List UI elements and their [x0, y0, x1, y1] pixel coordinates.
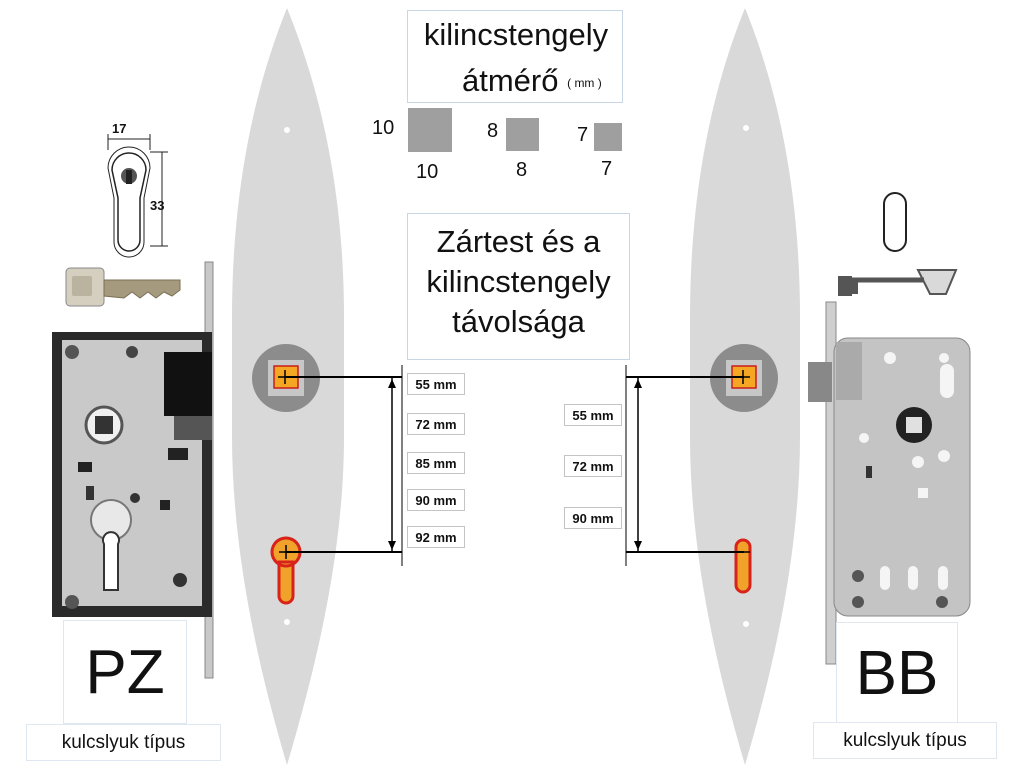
pz-cylinder-profile-drawing: [107, 134, 168, 258]
diameter-title-box: kilincstengely átmérő ( mm ): [407, 10, 623, 103]
pz-type-label: PZ: [85, 637, 165, 707]
right-plate-screw-bottom: [743, 621, 749, 627]
gauge-10-left-label: 10: [372, 117, 395, 139]
pz-caption-box: kulcslyuk típus: [26, 724, 221, 761]
pz-distance-90: 90 mm: [407, 489, 465, 511]
pz-distance-72: 72 mm: [407, 413, 465, 435]
pz-distance-92: 92 mm: [407, 526, 465, 548]
bb-type-box: BB: [836, 622, 958, 724]
pz-cylinder-width-label: 17: [112, 121, 127, 136]
gauge-square-10: [408, 108, 452, 152]
distance-title-box: Zártest és a kilincstengely távolsága: [407, 213, 630, 360]
left-plate-screw-top: [284, 127, 290, 133]
bb-type-label: BB: [855, 638, 939, 708]
distance-title-line3: távolsága: [452, 304, 585, 339]
pz-distance-85: 85 mm: [407, 452, 465, 474]
bb-distance-72: 72 mm: [564, 455, 622, 477]
pz-lock-body-image: [52, 261, 214, 679]
bb-distance-55: 55 mm: [564, 404, 622, 426]
bb-lock-body-image: [808, 301, 971, 665]
diameter-title-line1: kilincstengely: [423, 17, 609, 52]
bb-key-image: [838, 269, 958, 296]
pz-key-image: [65, 267, 181, 307]
gauge-square-7: [594, 123, 622, 151]
right-bb-keyhole: [734, 538, 752, 594]
right-plate-screw-top: [743, 125, 749, 131]
bb-caption: kulcslyuk típus: [843, 729, 967, 751]
distance-title-line1: Zártest és a: [436, 224, 601, 259]
left-pz-keyhole: [270, 536, 302, 605]
bb-caption-box: kulcslyuk típus: [813, 722, 997, 759]
gauge-8-left-label: 8: [487, 120, 499, 142]
left-plate-screw-bottom: [284, 619, 290, 625]
gauge-square-8: [506, 118, 539, 151]
gauge-7-below-label: 7: [601, 158, 613, 180]
pz-type-box: PZ: [63, 620, 187, 724]
gauge-8-below-label: 8: [516, 159, 528, 181]
gauge-7-left-label: 7: [577, 124, 589, 146]
diameter-title-line2: átmérő ( mm ): [462, 63, 602, 99]
bb-distance-90: 90 mm: [564, 507, 622, 529]
distance-title-line2: kilincstengely: [426, 264, 611, 299]
pz-cylinder-height-label: 33: [150, 198, 165, 213]
bb-keyhole-profile-drawing: [883, 192, 907, 252]
gauge-10-below-label: 10: [416, 161, 439, 183]
pz-caption: kulcslyuk típus: [61, 731, 186, 753]
diameter-title-word: átmérő: [462, 63, 559, 98]
pz-distance-55: 55 mm: [407, 373, 465, 395]
diameter-unit-label: ( mm ): [567, 75, 602, 90]
